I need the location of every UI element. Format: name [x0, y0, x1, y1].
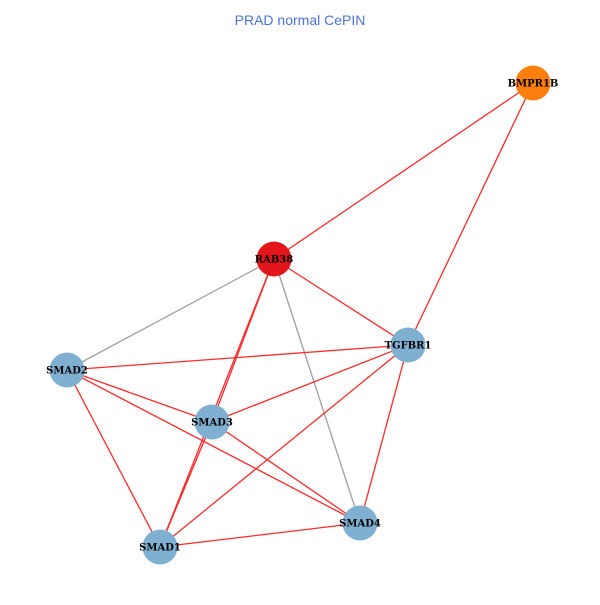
node-label: SMAD3 [191, 418, 233, 429]
node-circle[interactable] [515, 65, 551, 101]
edge-rab38-smad1 [159, 258, 275, 548]
node-label: SMAD4 [339, 519, 381, 530]
node-smad2[interactable]: SMAD2 [46, 352, 88, 388]
edge-rab38-tgfbr1 [273, 258, 409, 346]
edge-smad2-smad4 [66, 369, 361, 524]
node-label: SMAD1 [139, 543, 181, 554]
node-label: TGFBR1 [385, 341, 432, 352]
node-label: SMAD2 [46, 366, 88, 377]
edge-bmpr1b-rab38 [273, 82, 534, 260]
node-label: RAB38 [255, 255, 293, 266]
node-bmpr1b[interactable]: BMPR1B [508, 65, 559, 101]
node-circle[interactable] [390, 327, 426, 363]
edge-rab38-smad4 [273, 258, 361, 524]
edge-smad2-tgfbr1 [66, 344, 409, 371]
edge-smad3-smad4 [211, 421, 361, 524]
node-circle[interactable] [142, 529, 178, 565]
edge-rab38-smad2 [66, 258, 275, 371]
node-smad3[interactable]: SMAD3 [191, 404, 233, 440]
edge-tgfbr1-smad3 [211, 344, 409, 423]
node-circle[interactable] [256, 241, 292, 277]
node-circle[interactable] [342, 505, 378, 541]
edge-smad1-smad4 [159, 522, 361, 548]
node-rab38[interactable]: RAB38 [255, 241, 293, 277]
edge-smad3-smad1 [159, 421, 213, 548]
edge-tgfbr1-smad1 [159, 344, 409, 548]
node-smad1[interactable]: SMAD1 [139, 529, 181, 565]
node-smad4[interactable]: SMAD4 [339, 505, 381, 541]
edge-tgfbr1-smad4 [359, 344, 409, 524]
node-circle[interactable] [49, 352, 85, 388]
edge-smad2-smad1 [66, 369, 161, 548]
diagram-title: PRAD normal CePIN [234, 12, 366, 28]
edge-bmpr1b-tgfbr1 [407, 82, 534, 346]
node-tgfbr1[interactable]: TGFBR1 [385, 327, 432, 363]
node-circle[interactable] [194, 404, 230, 440]
node-label: BMPR1B [508, 79, 559, 90]
edge-smad2-smad3 [66, 369, 213, 423]
